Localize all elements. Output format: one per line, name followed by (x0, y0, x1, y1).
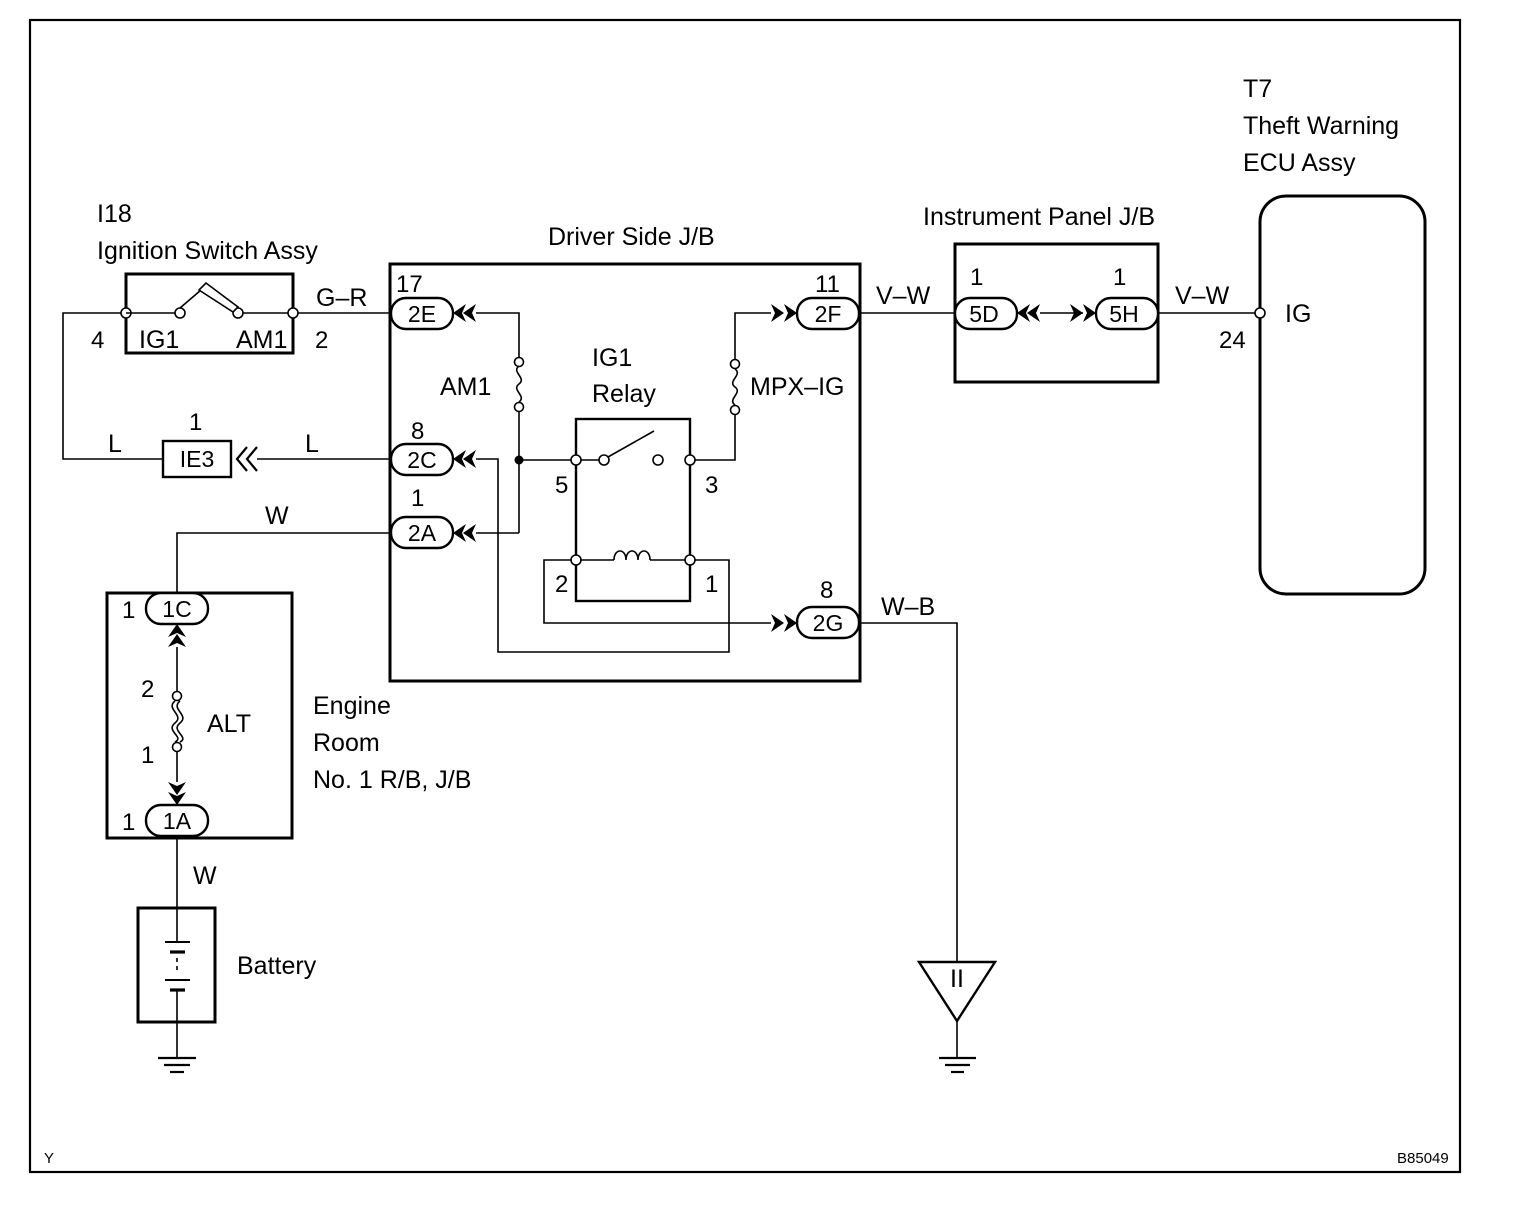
ecu-id: T7 (1243, 75, 1272, 103)
engine-room-rb: Engine Room No. 1 R/B, J/B 1 1C 2 1 ALT … (105, 591, 471, 840)
ie3-pin: 1 (189, 409, 202, 436)
fuse-am1-label: AM1 (440, 373, 491, 401)
ie3-label: IE3 (180, 446, 215, 472)
alt-fusible-link-icon (171, 700, 179, 743)
relay-coil-icon (613, 550, 651, 561)
relay-pin-5: 5 (555, 472, 568, 499)
relay-pin-2: 2 (555, 571, 568, 598)
am1-terminal: AM1 (236, 326, 287, 354)
c2f-pin: 11 (815, 271, 840, 298)
driver-jb-name: Driver Side J/B (548, 223, 715, 251)
relay-label-2: Relay (592, 380, 656, 408)
instrument-panel-jb: Instrument Panel J/B 1 5D 1 5H (923, 203, 1160, 384)
alt-fuse-label: ALT (207, 710, 251, 738)
c5d-pin: 1 (970, 264, 983, 291)
figure-code: B85049 (1397, 1150, 1449, 1167)
diagram-frame (28, 18, 1462, 1174)
engine-room-line2: Room (313, 729, 380, 757)
c1a-label: 1A (163, 808, 192, 834)
battery-label: Battery (237, 952, 317, 980)
c1a-pin: 1 (122, 809, 135, 836)
ecu-terminal-ig: IG (1285, 300, 1311, 328)
ecu-name-2: ECU Assy (1243, 149, 1356, 177)
c5h-label: 5H (1109, 301, 1138, 327)
switch-key-icon (197, 281, 240, 314)
wire-wb-label: W–B (881, 593, 935, 621)
ignition-switch: I18 Ignition Switch Assy IG1 AM1 4 2 (91, 200, 328, 355)
wire-vw-right-label: V–W (1175, 282, 1230, 310)
c1c-pin: 1 (122, 597, 135, 624)
footer-left-code: Y (44, 1150, 54, 1167)
c5h-pin: 1 (1113, 264, 1126, 291)
c2a-label: 2A (408, 520, 437, 546)
ig1-terminal: IG1 (139, 326, 179, 354)
c5d-label: 5D (969, 301, 998, 327)
c2a-pin: 1 (411, 485, 424, 512)
c2f-label: 2F (815, 301, 842, 327)
wire-gr-label: G–R (316, 284, 367, 312)
engine-room-line3: No. 1 R/B, J/B (313, 766, 471, 794)
relay-pin-1: 1 (705, 571, 718, 598)
ground-ii-label: II (950, 965, 964, 993)
ecu-name-1: Theft Warning (1243, 112, 1399, 140)
wire-vw-left-label: V–W (876, 282, 931, 310)
ig1-relay (574, 417, 692, 603)
wire-l-left-label: L (108, 430, 122, 458)
connector-ie3: 1 IE3 (161, 409, 258, 479)
engine-room-line1: Engine (313, 692, 391, 720)
alt-pin-1: 1 (141, 742, 154, 769)
wire-l-right-label: L (305, 430, 319, 458)
battery: Battery (136, 906, 317, 1074)
c2c-pin: 8 (411, 418, 424, 445)
driver-side-jb: Driver Side J/B 17 2E 8 2C 1 2A 11 2F 8 … (388, 223, 862, 683)
c2c-label: 2C (407, 447, 436, 473)
c2e-pin: 17 (396, 271, 423, 298)
ecu-pin-24: 24 (1219, 327, 1246, 354)
alt-pin-2: 2 (141, 676, 154, 703)
theft-warning-ecu: T7 Theft Warning ECU Assy IG 24 (1219, 75, 1427, 596)
pin-2: 2 (315, 327, 328, 354)
pin-4: 4 (91, 327, 104, 354)
wire-w-bottom-label: W (193, 862, 217, 890)
ignition-switch-id: I18 (97, 200, 132, 228)
wire-w-top-label: W (265, 502, 289, 530)
c2g-pin: 8 (820, 577, 833, 604)
relay-label-1: IG1 (592, 344, 632, 372)
c2g-label: 2G (813, 610, 844, 636)
ground-point-ii: II (916, 960, 998, 1074)
ignition-switch-name: Ignition Switch Assy (97, 237, 318, 265)
c2e-label: 2E (408, 301, 436, 327)
fuse-mpx-ig-label: MPX–IG (750, 373, 844, 401)
instrument-jb-name: Instrument Panel J/B (923, 203, 1155, 231)
relay-pin-3: 3 (705, 472, 718, 499)
c1c-label: 1C (162, 596, 191, 622)
